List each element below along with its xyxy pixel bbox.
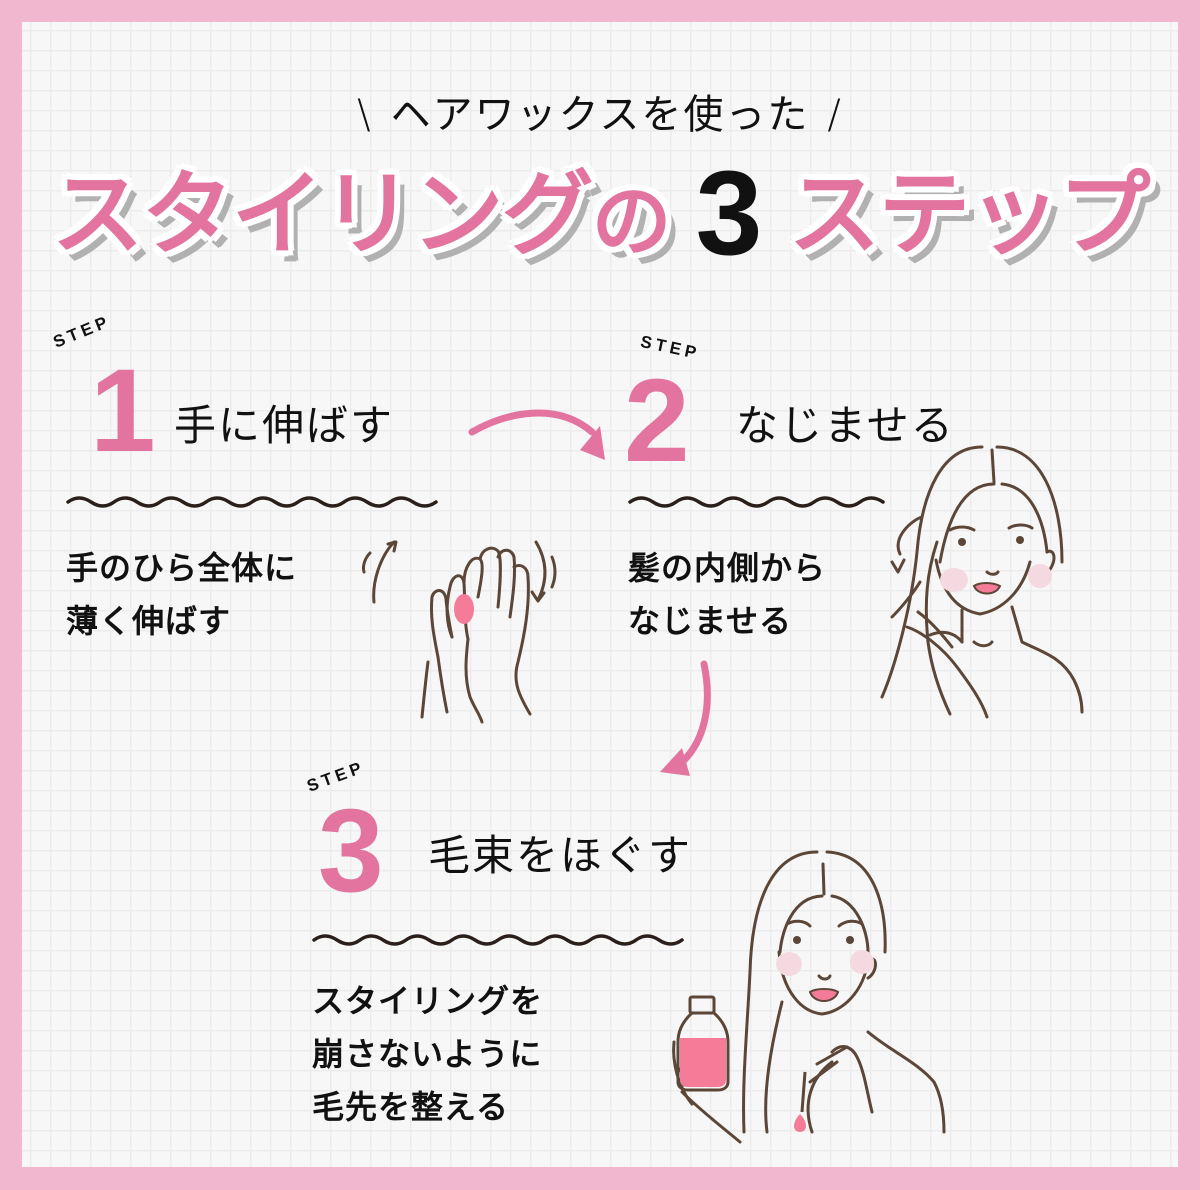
step-1-desc-line: 薄く伸ばす [66, 602, 232, 640]
slash-right: / [827, 92, 843, 138]
step-1-desc-line: 手のひら全体に [66, 549, 298, 587]
headline-steps: ステップ [788, 161, 1150, 268]
arrow-step1-to-step2-icon [468, 409, 605, 460]
wavy-divider-3 [312, 934, 684, 946]
subtitle-text: ヘアワックスを使った [390, 92, 810, 138]
subtitle: \ ヘアワックスを使った / [22, 82, 1178, 140]
step-1-description: 手のひら全体に 薄く伸ばす [66, 542, 297, 648]
wavy-divider-1 [66, 496, 438, 508]
step-2-desc-line: 髪の内側から [628, 549, 827, 587]
step-2-number: 2 [624, 355, 690, 487]
slash-left: \ [357, 92, 373, 138]
wavy-divider-2 [628, 496, 885, 508]
hands-rubbing-wax-icon [362, 540, 557, 724]
step-3-number: 3 [318, 785, 384, 917]
step-3-desc-line: 崩さないように [312, 1035, 543, 1073]
headline-number: 3 [695, 146, 763, 280]
step-3-desc-line: スタイリングを [312, 982, 544, 1020]
arrow-step2-to-step3-icon [660, 660, 711, 776]
step-3-desc-line: 毛先を整える [312, 1088, 510, 1126]
woman-with-bottle-dropper-icon [672, 850, 946, 1144]
step-1-title: 手に伸ばす [174, 401, 395, 450]
step-2-title: なじませる [736, 401, 955, 450]
woman-touching-hair-icon [880, 445, 1084, 719]
headline-styling: スタイリング [51, 161, 594, 268]
step-1-number: 1 [90, 345, 156, 477]
step-2-description: 髪の内側から なじませる [628, 542, 826, 648]
step-3-description: スタイリングを 崩さないように 毛先を整える [312, 975, 543, 1134]
headline-no: の [591, 175, 672, 268]
step-3-title: 毛束をほぐす [428, 831, 693, 880]
step-2-desc-line: なじませる [628, 602, 793, 640]
